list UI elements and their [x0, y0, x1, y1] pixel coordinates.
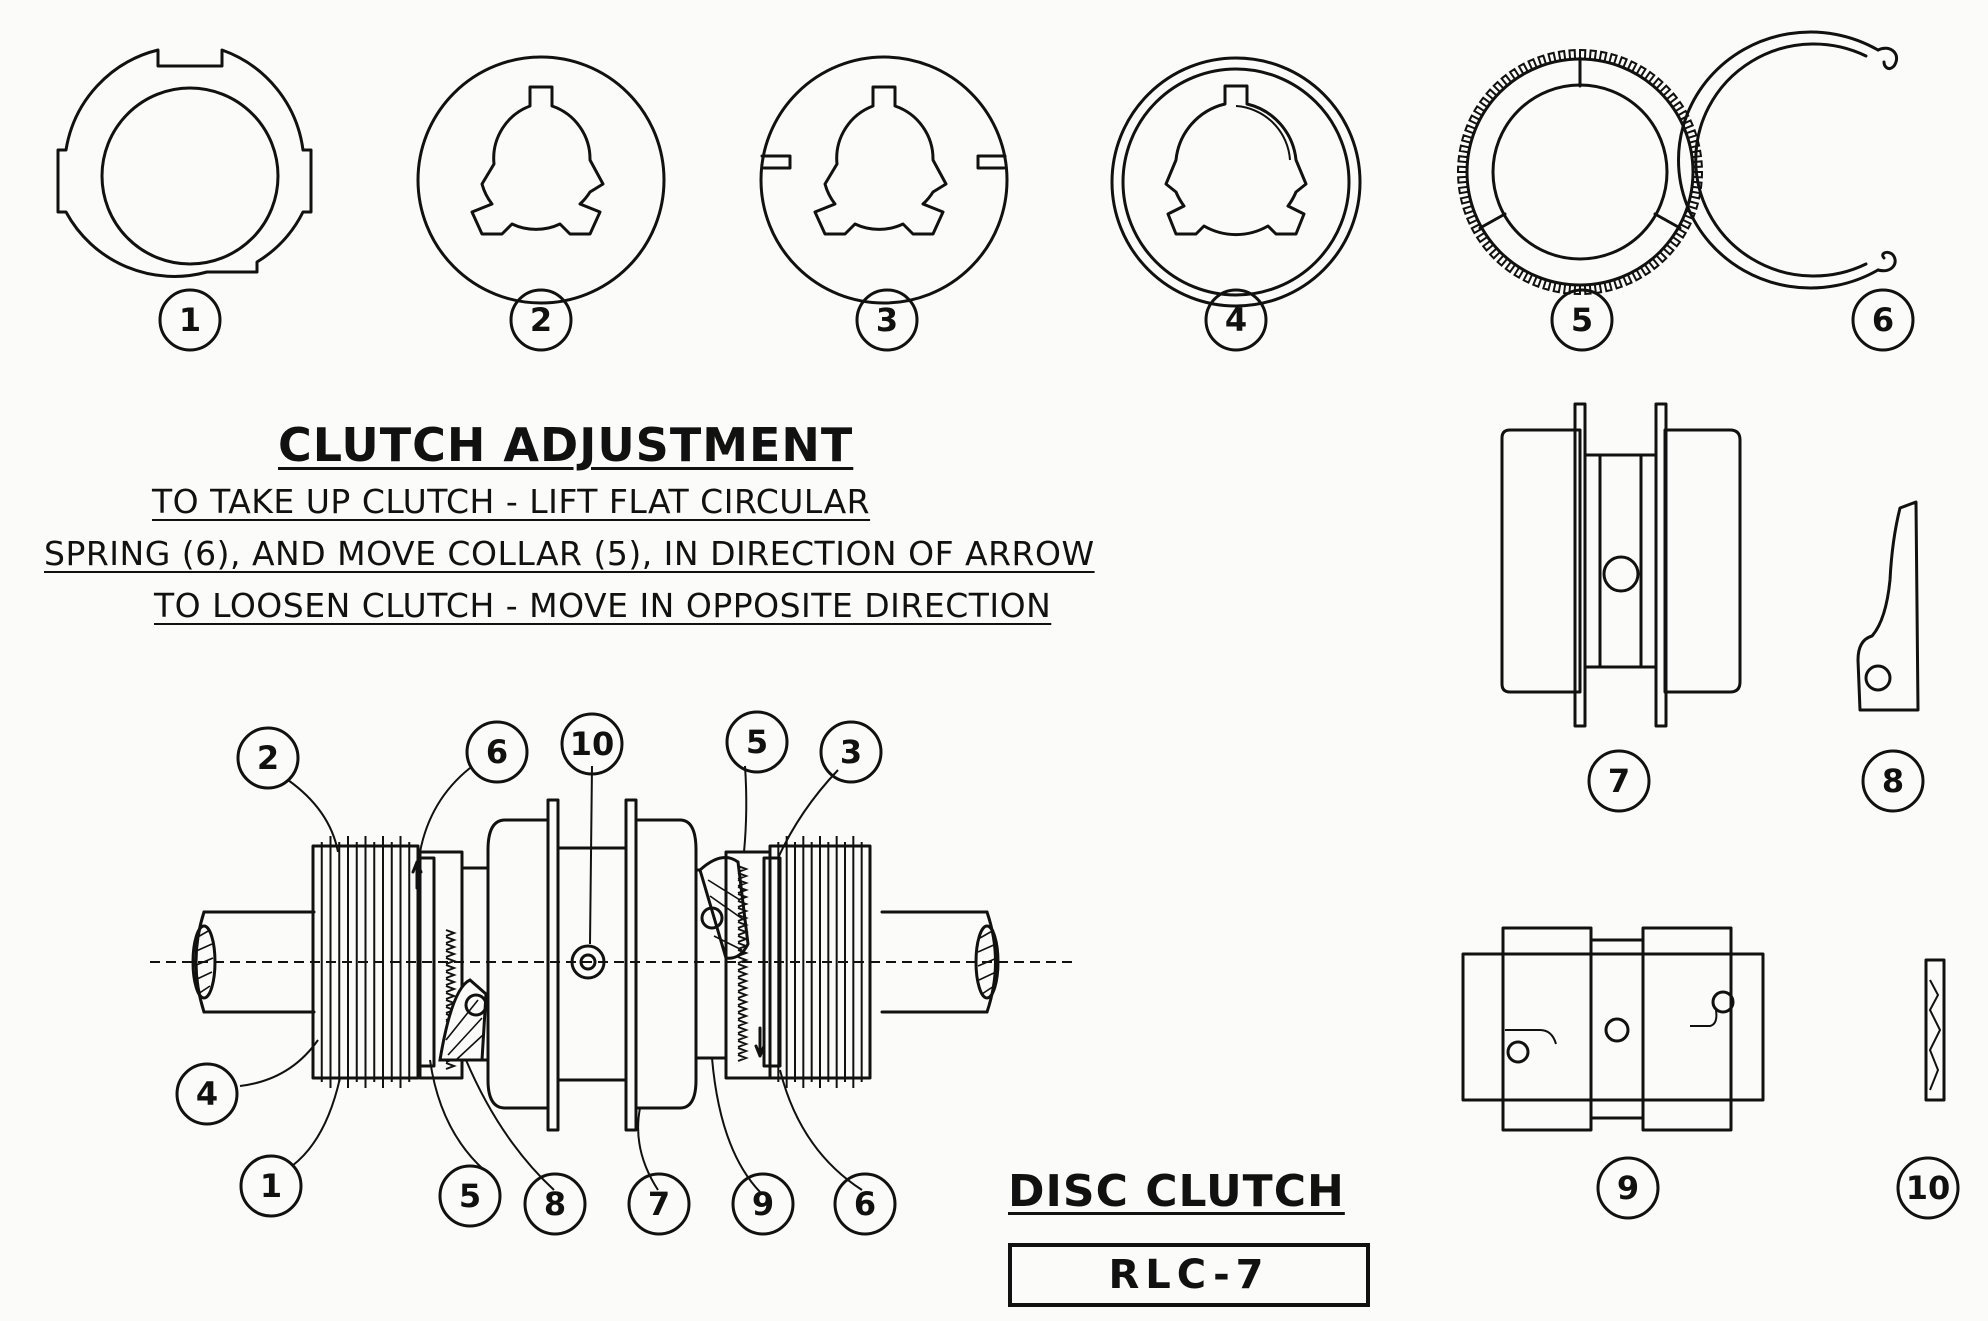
instruction-line-1: TO TAKE UP CLUTCH - LIFT FLAT CIRCULAR	[152, 482, 871, 521]
svg-text:1: 1	[260, 1167, 282, 1205]
callout-assembly-5-top: 5	[725, 710, 789, 774]
svg-text:9: 9	[1617, 1169, 1639, 1207]
callout-part-4: 4	[1204, 288, 1268, 352]
part-4-double-ring	[1110, 56, 1362, 308]
part-7-housing	[1500, 402, 1742, 728]
callout-part-8: 8	[1861, 749, 1925, 813]
svg-text:5: 5	[459, 1177, 481, 1215]
svg-text:5: 5	[1571, 301, 1593, 339]
callout-assembly-1: 1	[239, 1154, 303, 1218]
part-6-circular-spring	[1677, 30, 1899, 290]
callout-part-3: 3	[855, 288, 919, 352]
callout-part-5: 5	[1550, 288, 1614, 352]
part-5-toothed-collar	[1456, 48, 1704, 296]
part-9-hub	[1461, 926, 1765, 1132]
disc-clutch-title: DISC CLUTCH	[1008, 1166, 1345, 1217]
svg-text:2: 2	[257, 739, 279, 777]
svg-text:1: 1	[179, 301, 201, 339]
callout-part-1: 1	[158, 288, 222, 352]
collar-teeth	[1456, 48, 1704, 296]
callout-assembly-2: 2	[236, 726, 300, 790]
svg-text:5: 5	[746, 723, 768, 761]
svg-text:2: 2	[530, 301, 552, 339]
callout-assembly-9: 9	[731, 1172, 795, 1236]
callout-part-10: 10	[1896, 1156, 1960, 1220]
instruction-line-2: SPRING (6), AND MOVE COLLAR (5), IN DIRE…	[44, 534, 1095, 573]
callout-assembly-5-bottom: 5	[438, 1164, 502, 1228]
svg-text:7: 7	[648, 1185, 670, 1223]
part-2-inner-disc	[416, 55, 666, 305]
svg-text:6: 6	[486, 733, 508, 771]
callout-part-7: 7	[1587, 749, 1651, 813]
part-3-split-disc	[759, 55, 1009, 305]
callout-assembly-6-bottom: 6	[833, 1172, 897, 1236]
collar-teeth	[737, 865, 749, 1062]
svg-text:4: 4	[1225, 301, 1247, 339]
svg-text:6: 6	[1872, 301, 1894, 339]
svg-text:10: 10	[1906, 1169, 1951, 1207]
callout-part-2: 2	[509, 288, 573, 352]
assembly-view	[150, 765, 1075, 1193]
svg-text:4: 4	[196, 1075, 218, 1113]
svg-text:8: 8	[544, 1185, 566, 1223]
drawing-number-plate: RLC-7	[1008, 1243, 1370, 1307]
svg-text:6: 6	[854, 1185, 876, 1223]
svg-text:9: 9	[752, 1185, 774, 1223]
svg-text:3: 3	[840, 733, 862, 771]
callout-assembly-4: 4	[175, 1062, 239, 1126]
svg-text:3: 3	[876, 301, 898, 339]
callout-assembly-3: 3	[819, 720, 883, 784]
callout-assembly-8: 8	[523, 1172, 587, 1236]
svg-text:8: 8	[1882, 762, 1904, 800]
callout-assembly-6: 6	[465, 720, 529, 784]
part-8-pawl	[1856, 500, 1920, 712]
part-1-outer-disc	[56, 48, 313, 278]
part-10-pin	[1924, 958, 1946, 1102]
callout-part-6: 6	[1851, 288, 1915, 352]
callout-assembly-10: 10	[560, 712, 624, 776]
clutch-adjustment-heading: CLUTCH ADJUSTMENT	[278, 418, 854, 472]
instruction-line-3: TO LOOSEN CLUTCH - MOVE IN OPPOSITE DIRE…	[154, 586, 1052, 625]
callout-assembly-7: 7	[627, 1172, 691, 1236]
svg-text:10: 10	[570, 725, 615, 763]
svg-text:7: 7	[1608, 762, 1630, 800]
callout-part-9: 9	[1596, 1156, 1660, 1220]
